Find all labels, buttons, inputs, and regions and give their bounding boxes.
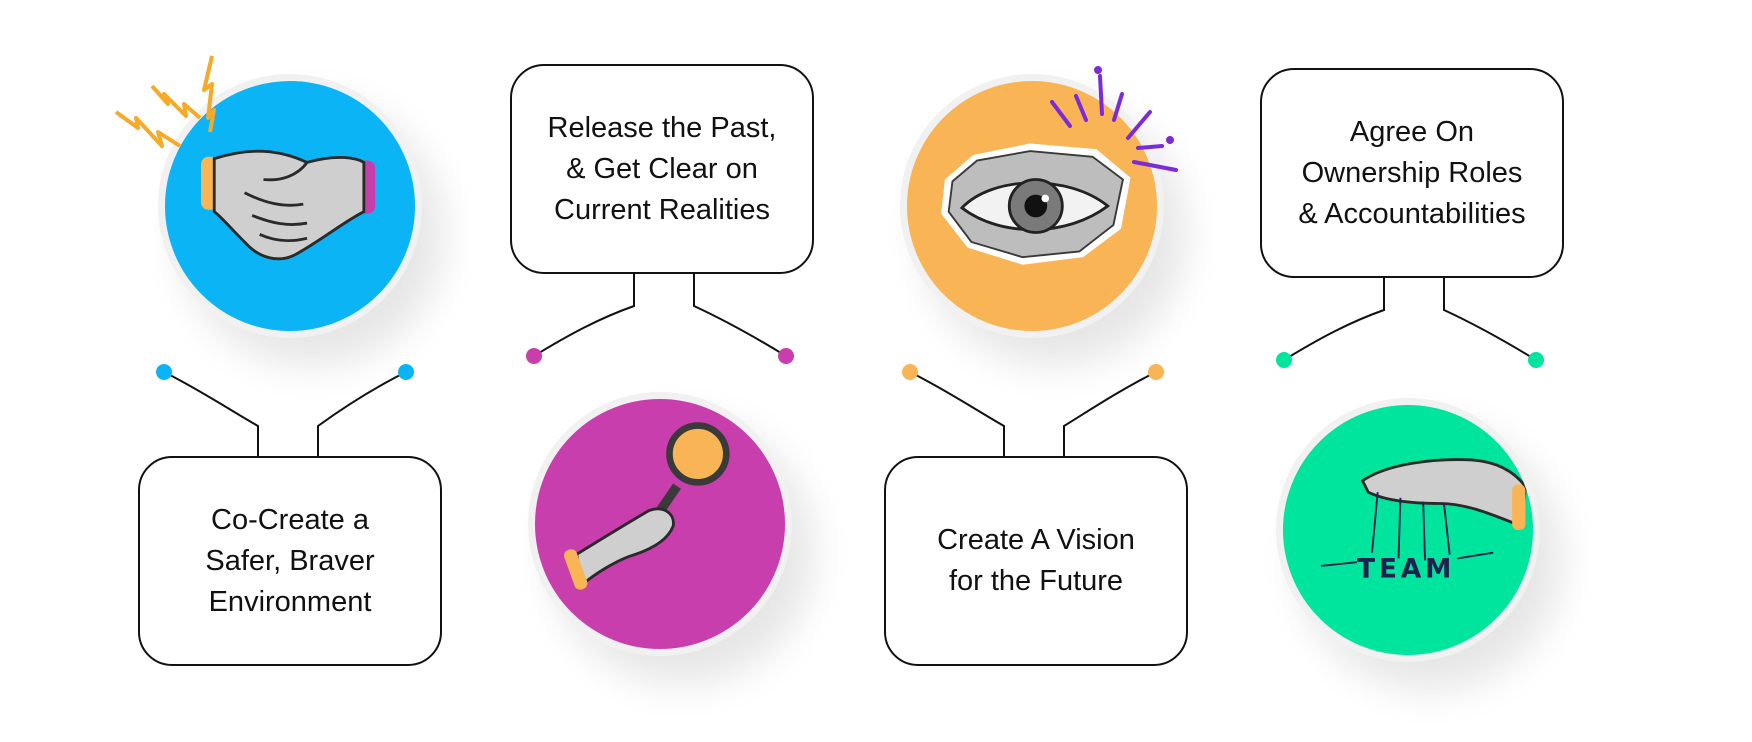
step-3-title: Create A Vision for the Future (906, 520, 1166, 602)
connector-step-2 (533, 274, 787, 357)
step-4-box: Agree On Ownership Roles & Accountabilit… (1260, 68, 1564, 278)
step-1-box: Co-Create a Safer, Braver Environment (138, 456, 442, 666)
eye-icon (941, 143, 1131, 265)
connector-dot (1528, 352, 1544, 368)
handshake-icon (200, 149, 376, 261)
step-4-title-line: & Accountabilities (1298, 197, 1526, 230)
step-2-title-line: & Get Clear on (566, 152, 758, 185)
step-3-circle (900, 74, 1164, 338)
step-4-title-line: Ownership Roles (1301, 156, 1523, 189)
step-2-title-line: Release the Past, (547, 111, 777, 144)
step-3-box: Create A Vision for the Future (884, 456, 1188, 666)
step-3-title-line: for the Future (948, 565, 1124, 597)
step-1-title: Co-Create a Safer, Braver Environment (160, 500, 420, 623)
step-4-circle: TEAM (1276, 398, 1540, 662)
step-1-title-line: Safer, Braver (205, 544, 375, 577)
step-1-title-line: Environment (208, 585, 372, 618)
step-1-title-line: Co-Create a (211, 503, 369, 536)
step-2-title-line: Current Realities (554, 193, 770, 226)
magnifying-glass-icon (563, 422, 730, 590)
step-2-circle (528, 392, 792, 656)
connector-step-1 (163, 371, 407, 456)
connector-step-3 (909, 371, 1157, 456)
step-1-circle (158, 74, 422, 338)
connector-dot (526, 348, 542, 364)
step-2-title: Release the Past, & Get Clear on Current… (532, 108, 792, 231)
connector-dot (778, 348, 794, 364)
connector-dot (398, 364, 414, 380)
team-label: TEAM (1357, 553, 1455, 584)
step-3-title-line: Create A Vision (937, 524, 1135, 556)
puppet-hand-icon: TEAM (1320, 458, 1527, 584)
connector-step-4 (1283, 278, 1537, 361)
connector-dot (1148, 364, 1164, 380)
step-4-title-line: Agree On (1349, 115, 1475, 148)
connector-dot (1276, 352, 1292, 368)
step-2-box: Release the Past, & Get Clear on Current… (510, 64, 814, 274)
connector-dot (902, 364, 918, 380)
connector-dot (156, 364, 172, 380)
step-4-title: Agree On Ownership Roles & Accountabilit… (1282, 112, 1542, 235)
